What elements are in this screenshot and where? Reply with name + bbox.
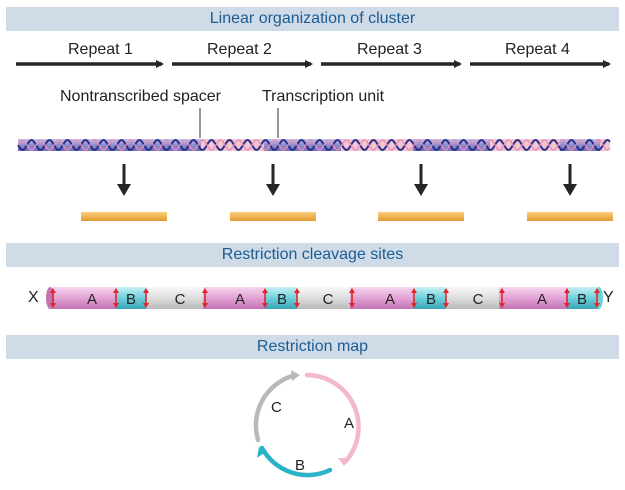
section-header-restriction-cleavage-sites: Restriction cleavage sites: [6, 243, 619, 267]
map-label-a: A: [344, 415, 354, 432]
restriction-map-labels: A B C: [271, 399, 354, 474]
transcription-unit-label: Transcription unit: [262, 88, 385, 105]
segment-label: C: [323, 291, 334, 308]
segment-label: B: [277, 291, 287, 308]
restriction-segment-bar: [46, 287, 603, 309]
transcript-bar-4: [527, 212, 613, 221]
segment-label: C: [473, 291, 484, 308]
cleavage-site-markers: [50, 288, 600, 308]
dna-helix: [17, 139, 611, 151]
map-label-c: C: [271, 399, 282, 416]
segment-b: [567, 287, 599, 309]
segment-label: A: [87, 291, 97, 308]
segment-a: [50, 287, 116, 309]
segment-a: [499, 287, 567, 309]
segment-b: [265, 287, 297, 309]
repeat-1-label: Repeat 1: [68, 41, 133, 58]
transcript-bar-1: [81, 212, 167, 221]
map-arc-b: [259, 445, 333, 478]
segment-labels: A B C A B C A B C A B: [87, 291, 587, 308]
repeat-4-label: Repeat 4: [505, 41, 570, 58]
nontranscribed-spacer-label: Nontranscribed spacer: [60, 88, 221, 105]
end-label-y: Y: [603, 289, 614, 306]
segment-c: [146, 287, 203, 309]
transcript-bars: [81, 212, 613, 221]
segment-label: A: [537, 291, 547, 308]
repeat-3-label: Repeat 3: [357, 41, 422, 58]
segment-b: [414, 287, 446, 309]
transcription-arrows: [117, 164, 577, 196]
map-arc-c: [253, 373, 295, 443]
segment-label: B: [577, 291, 587, 308]
segment-label: B: [426, 291, 436, 308]
restriction-map-circle: [253, 370, 361, 478]
segment-label: B: [126, 291, 136, 308]
section-header-linear-organization: Linear organization of cluster: [6, 7, 619, 31]
segment-b: [116, 287, 146, 309]
segment-c: [446, 287, 499, 309]
segment-label: C: [175, 291, 186, 308]
repeat-2-label: Repeat 2: [207, 41, 272, 58]
end-label-x: X: [28, 289, 39, 306]
transcript-bar-3: [378, 212, 464, 221]
segment-label: A: [235, 291, 245, 308]
map-label-b: B: [295, 457, 305, 474]
segment-c: [297, 287, 350, 309]
segment-label: A: [385, 291, 395, 308]
section-header-restriction-map: Restriction map: [6, 335, 619, 359]
map-arc-a: [304, 372, 361, 465]
transcript-bar-2: [230, 212, 316, 221]
segment-a: [203, 287, 265, 309]
segment-a: [350, 287, 414, 309]
